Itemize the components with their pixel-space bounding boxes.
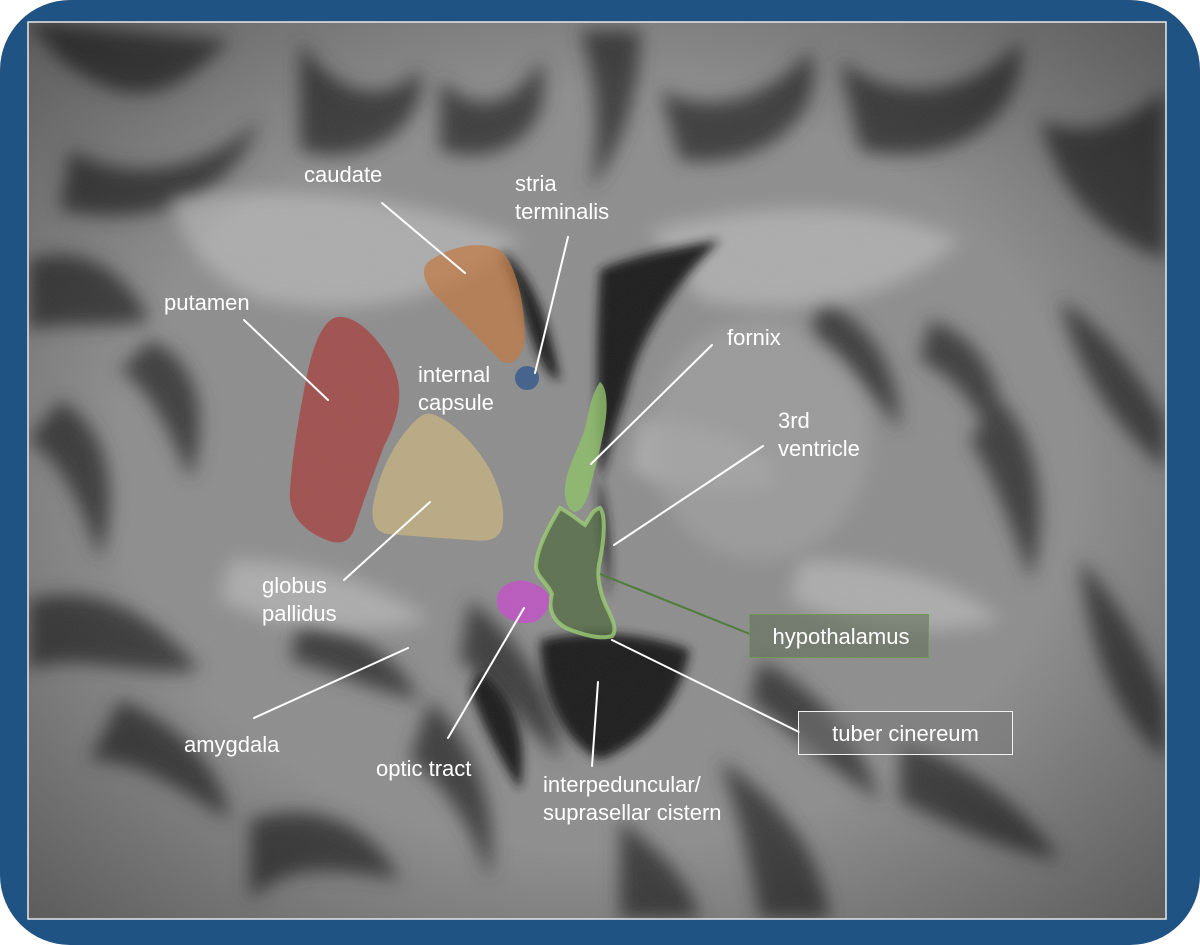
stria-terminalis-region	[515, 366, 539, 390]
caudate-region	[424, 245, 525, 364]
optic-tract-leader	[447, 607, 525, 739]
leader-lines	[243, 202, 800, 767]
hypothalamus-region	[533, 505, 617, 640]
mri-image	[28, 22, 1166, 919]
label-putamen: putamen	[164, 290, 250, 315]
label-third-ventricle: 3rd ventricle	[778, 408, 860, 461]
third-ventricle-leader	[613, 445, 764, 546]
caudate-leader	[381, 202, 466, 274]
label-internal-capsule: internal capsule	[418, 362, 494, 415]
label-tuber-cinereum: tuber cinereum	[798, 711, 1013, 755]
globus-pallidus-region	[372, 413, 504, 541]
label-caudate: caudate	[304, 162, 383, 187]
label-hypothalamus: hypothalamus	[749, 614, 929, 658]
amygdala-leader	[253, 647, 409, 719]
tuber-cinereum-leader	[611, 639, 800, 733]
globus-pallidus-leader	[343, 501, 431, 581]
fornix-leader	[590, 344, 713, 465]
label-globus-pallidus: globus pallidus	[262, 573, 337, 626]
hypothalamus-leader	[599, 573, 751, 635]
putamen-region	[289, 316, 400, 543]
fornix-region	[564, 382, 607, 512]
label-stria-terminalis: stria terminalis	[515, 171, 610, 224]
optic-tract-region	[496, 580, 550, 624]
image-border	[27, 21, 1167, 920]
label-amygdala: amygdala	[184, 732, 280, 757]
label-optic-tract: optic tract	[376, 756, 472, 781]
label-interpeduncular-cistern: interpeduncular/ suprasellar cistern	[543, 772, 722, 825]
cistern-leader	[591, 681, 599, 767]
putamen-leader	[243, 319, 329, 401]
label-fornix: fornix	[727, 325, 781, 350]
stria-terminalis-leader	[534, 236, 569, 374]
